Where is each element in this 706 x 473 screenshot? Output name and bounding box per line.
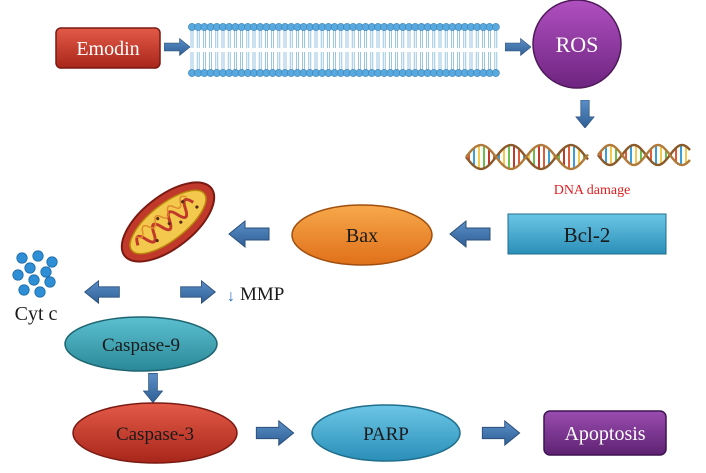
bcl2-node: Bcl-2	[507, 213, 667, 255]
bcl2-label: Bcl-2	[564, 223, 611, 247]
caspase-3-label: Caspase-3	[116, 424, 194, 445]
dna-damage-label: DNA damage	[554, 183, 631, 198]
apoptosis-label: Apoptosis	[564, 423, 645, 445]
cyt-c-label: Cyt c	[15, 303, 58, 325]
arrow-to-mmp	[180, 280, 216, 304]
mitochondrion-icon	[120, 181, 216, 263]
arrow-membrane-to-ros	[505, 38, 531, 56]
cytochrome-c-molecules-icon	[12, 250, 58, 298]
emodin-label: Emodin	[76, 38, 139, 60]
arrow-ros-to-dna	[575, 100, 595, 128]
lipid-bilayer-membrane-icon	[188, 23, 500, 77]
caspase-3-node: Caspase-3	[72, 402, 238, 464]
parp-node: PARP	[311, 404, 461, 462]
mmp-decrease-arrow: ↓	[227, 288, 235, 305]
arrow-bcl2-to-bax	[449, 220, 491, 248]
emodin-node: Emodin	[55, 27, 161, 69]
dna-helix-icon	[465, 143, 691, 171]
bax-node: Bax	[291, 204, 433, 266]
ros-node: ROS	[532, 0, 622, 89]
ros-label: ROS	[556, 32, 599, 57]
arrow-caspase3-to-parp	[255, 420, 295, 446]
arrow-bax-to-mitochondrion	[228, 220, 270, 248]
apoptosis-node: Apoptosis	[543, 410, 667, 456]
caspase-9-node: Caspase-9	[64, 316, 218, 372]
mmp-label: MMP	[240, 284, 284, 305]
bax-label: Bax	[346, 225, 378, 247]
arrow-emodin-to-membrane	[164, 38, 190, 56]
arrow-to-cyt-c	[84, 280, 120, 304]
arrow-caspase9-to-caspase3	[143, 373, 163, 403]
caspase-9-label: Caspase-9	[102, 335, 180, 356]
arrow-parp-to-apoptosis	[481, 420, 521, 446]
parp-label: PARP	[363, 424, 409, 445]
